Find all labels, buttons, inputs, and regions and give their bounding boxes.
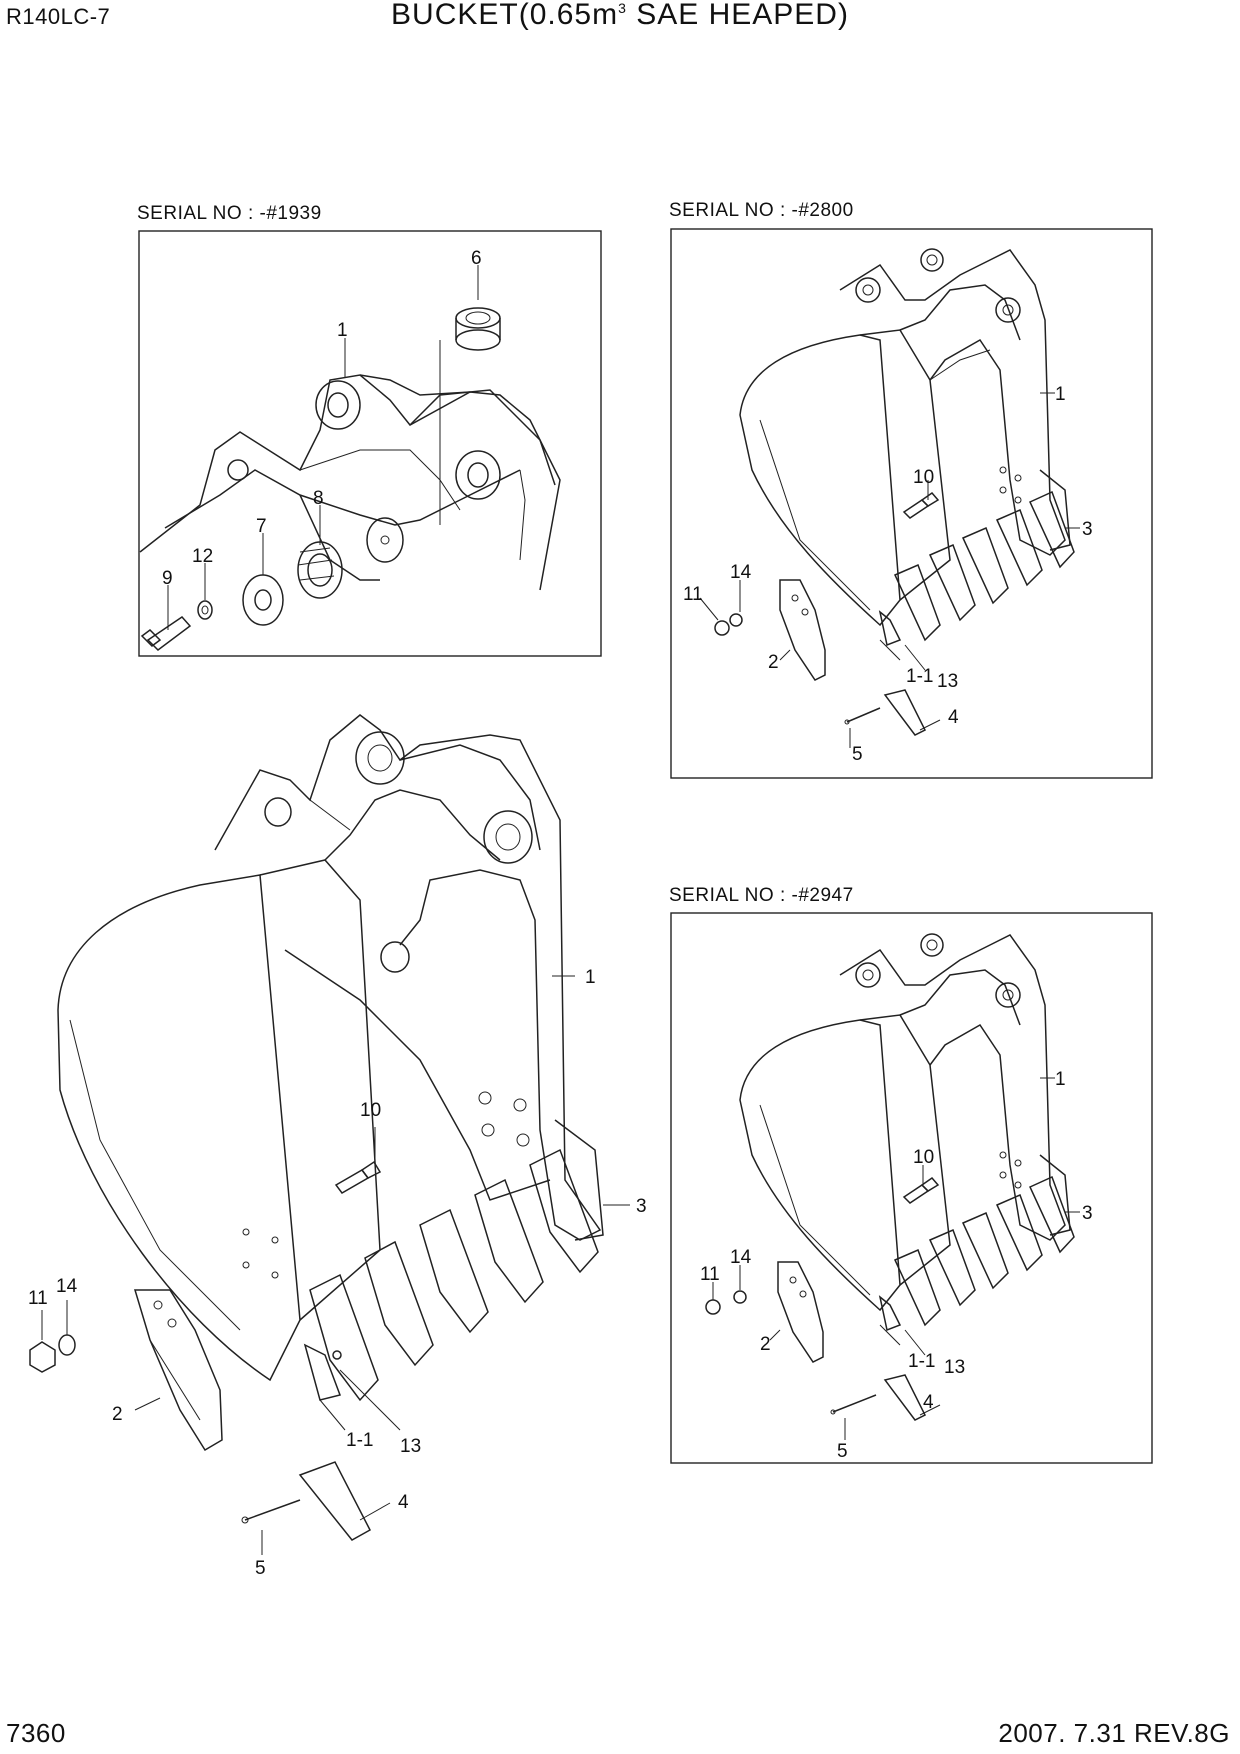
- serial-top-left: SERIAL NO : -#1939: [137, 203, 322, 224]
- label-14: 14: [730, 1247, 752, 1268]
- label-1: 1: [1055, 1069, 1066, 1090]
- title-rest: SAE HEAPED): [626, 0, 849, 31]
- pin-part-5: [844, 707, 881, 725]
- label-12: 12: [192, 546, 213, 567]
- washer-part-14: [729, 613, 743, 627]
- label-5: 5: [255, 1558, 266, 1579]
- label-13: 13: [937, 671, 958, 692]
- panel-bottom-right: 1 10 3 11 14 2 1-1 13 4 5: [670, 912, 1153, 1464]
- label-6: 6: [471, 248, 482, 269]
- panel-main: 1 10 3 11 14 2 1-1 13 4 5: [28, 714, 647, 1579]
- nut-part-11: [29, 1341, 56, 1373]
- label-11: 11: [700, 1264, 720, 1285]
- side-cutter-part-2: [779, 579, 826, 681]
- label-1: 1: [1055, 384, 1066, 405]
- title-superscript: 3: [618, 0, 627, 16]
- pin-part-5: [830, 1394, 877, 1415]
- serial-top-right: SERIAL NO : -#2800: [669, 200, 854, 221]
- bucket-body: [739, 933, 1075, 1332]
- tooth-part-4: [883, 689, 927, 736]
- serial-bottom-right: SERIAL NO : -#2947: [669, 885, 854, 906]
- label-1-1: 1-1: [908, 1351, 935, 1372]
- bushing-part-6: [455, 307, 501, 351]
- label-1: 1: [585, 967, 596, 988]
- title-main: BUCKET(0.65m: [391, 0, 619, 31]
- label-14: 14: [56, 1276, 78, 1297]
- label-1: 1: [337, 320, 348, 341]
- pin-part-13: [332, 1350, 342, 1360]
- model-code: R140LC-7: [6, 4, 111, 29]
- label-3: 3: [1082, 1203, 1093, 1224]
- label-14: 14: [730, 562, 752, 583]
- label-1-1: 1-1: [906, 666, 933, 687]
- panel-top-right: 1 10 3 14 11 2 1-1 13 4 5: [670, 228, 1153, 779]
- label-7: 7: [256, 516, 267, 537]
- label-8: 8: [313, 488, 324, 509]
- label-2: 2: [112, 1404, 123, 1425]
- washer-part-14: [58, 1334, 76, 1356]
- revision-date: 2007. 7.31 REV.8G: [998, 1718, 1230, 1748]
- label-10: 10: [360, 1100, 381, 1121]
- label-10: 10: [913, 467, 934, 488]
- bucket-body: [739, 248, 1075, 647]
- washer-part-14: [733, 1290, 747, 1304]
- panel-top-left: 1 6 8 7 12 9: [138, 230, 602, 657]
- label-1-1: 1-1: [346, 1430, 373, 1451]
- nut-part-11: [705, 1299, 721, 1315]
- bucket-body-large: [57, 714, 604, 1402]
- label-13: 13: [944, 1357, 965, 1378]
- label-2: 2: [760, 1334, 771, 1355]
- flange-part-8: [297, 541, 343, 599]
- label-13: 13: [400, 1436, 421, 1457]
- label-4: 4: [948, 707, 959, 728]
- label-11: 11: [28, 1288, 48, 1309]
- label-10: 10: [913, 1147, 934, 1168]
- washer-part-12: [197, 600, 213, 620]
- label-11: 11: [683, 584, 703, 605]
- bolt-part-9: [140, 616, 192, 651]
- pin-part-5: [241, 1499, 301, 1524]
- label-2: 2: [768, 652, 779, 673]
- tooth-part-4: [298, 1461, 371, 1541]
- label-3: 3: [1082, 519, 1093, 540]
- label-5: 5: [837, 1441, 848, 1462]
- side-cutter-part-2: [777, 1261, 824, 1363]
- label-3: 3: [636, 1196, 647, 1217]
- label-5: 5: [852, 744, 863, 765]
- side-cutter-part-2: [133, 1289, 223, 1452]
- bucket-hinge-bracket: [139, 374, 561, 591]
- bolt-part-10: [334, 1160, 382, 1194]
- bolt-part-10: [902, 491, 940, 519]
- nut-part-11: [714, 620, 730, 636]
- panel-frame-top-left: [138, 230, 602, 657]
- tooth-part-4: [883, 1374, 927, 1421]
- shim-part-7: [242, 574, 284, 626]
- bolt-part-10: [902, 1176, 940, 1204]
- label-4: 4: [398, 1492, 409, 1513]
- page-number: 7360: [6, 1718, 66, 1748]
- panel-frame-bottom-right: [670, 912, 1153, 1464]
- page-title: BUCKET(0.65m3 SAE HEAPED): [0, 0, 1240, 32]
- panel-frame-top-right: [670, 228, 1153, 779]
- label-4: 4: [923, 1392, 934, 1413]
- label-9: 9: [162, 568, 173, 589]
